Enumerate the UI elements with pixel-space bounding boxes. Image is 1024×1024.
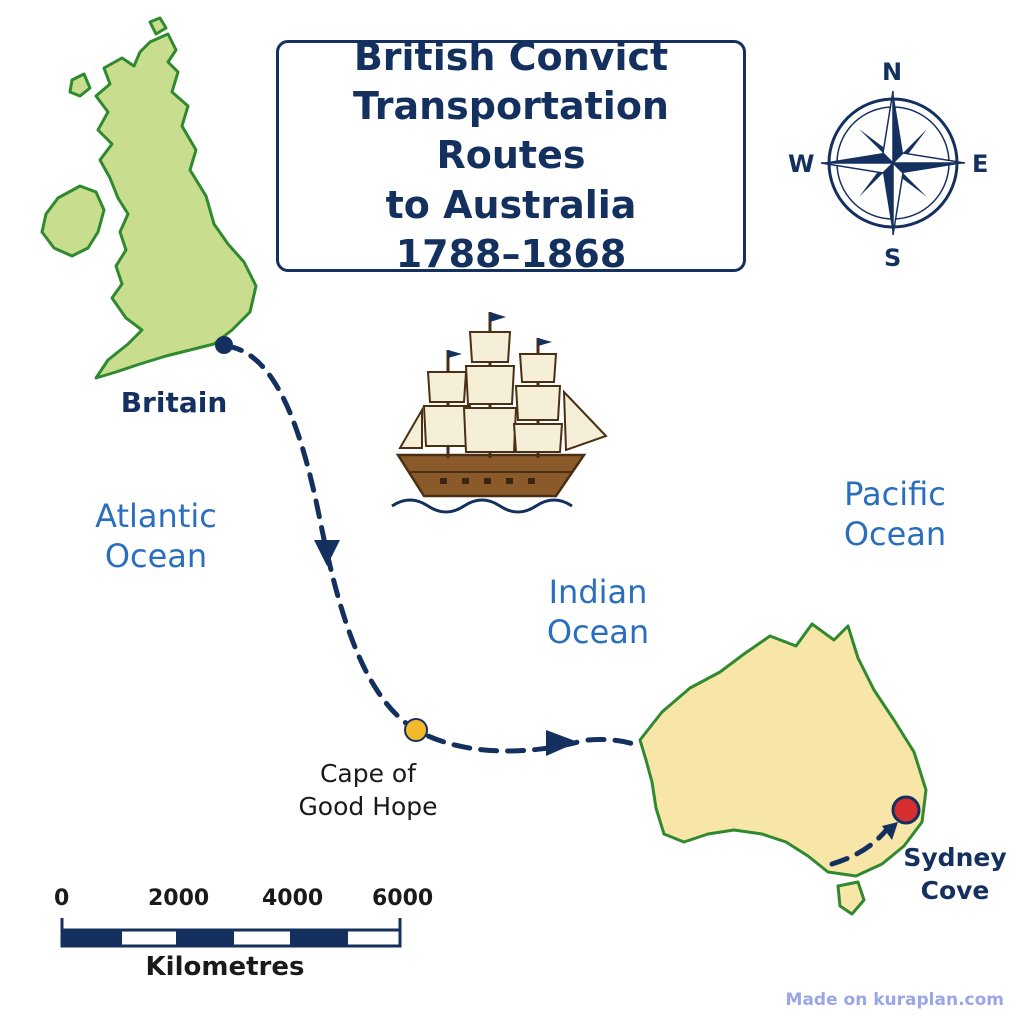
compass-east-label: E [972, 150, 989, 178]
indian-ocean-label: Indian Ocean [526, 572, 670, 652]
britain-marker [215, 336, 233, 354]
transport-route [223, 343, 891, 867]
indian-ocean-line-2: Ocean [546, 613, 650, 651]
direction-arrow-icon [882, 822, 898, 840]
compass-north-label: N [882, 58, 903, 86]
title-line-1: British Convict [353, 34, 669, 79]
compass-rose-icon [820, 90, 966, 236]
scale-bar [60, 918, 402, 948]
compass-south-label: S [884, 244, 902, 272]
watermark-link[interactable]: Made on kuraplan.com [785, 990, 1004, 1010]
direction-arrow-icon [546, 730, 578, 756]
scale-unit-label: Kilometres [145, 952, 305, 982]
atlantic-ocean-label: Atlantic Ocean [72, 496, 240, 576]
sydney-marker [891, 795, 921, 825]
cape-label-line-2: Good Hope [298, 791, 438, 821]
route-arrowheads [314, 540, 898, 840]
sydney-label: Sydney Cove [900, 842, 1010, 907]
atlantic-ocean-line-2: Ocean [104, 537, 208, 575]
title-line-3: to Australia [385, 182, 637, 227]
direction-arrow-icon [314, 540, 340, 566]
title-line-2: Transportation Routes [352, 83, 669, 178]
map-title: British Convict Transportation Routes to… [276, 35, 746, 276]
indian-ocean-line-1: Indian [548, 573, 648, 611]
pacific-ocean-label: Pacific Ocean [818, 474, 972, 554]
compass-west-label: W [788, 150, 815, 178]
cape-marker [404, 718, 428, 742]
scale-tick-0: 0 [54, 886, 70, 911]
pacific-ocean-line-2: Ocean [843, 515, 947, 553]
scale-tick-2000: 2000 [148, 886, 210, 911]
title-line-4: 1788–1868 [395, 232, 627, 277]
sydney-label-line-2: Cove [920, 875, 990, 905]
scale-tick-6000: 6000 [372, 886, 434, 911]
cape-label: Cape of Good Hope [278, 758, 458, 823]
britain-label: Britain [120, 386, 228, 419]
sydney-label-line-1: Sydney [903, 843, 1007, 872]
cape-label-line-1: Cape of [319, 759, 417, 788]
pacific-ocean-line-1: Pacific [844, 475, 946, 513]
britain-landmass [40, 16, 258, 380]
scale-tick-4000: 4000 [262, 886, 324, 911]
sailing-ship-icon [391, 312, 608, 514]
atlantic-ocean-line-1: Atlantic [95, 497, 217, 535]
australia-landmass [638, 622, 928, 916]
